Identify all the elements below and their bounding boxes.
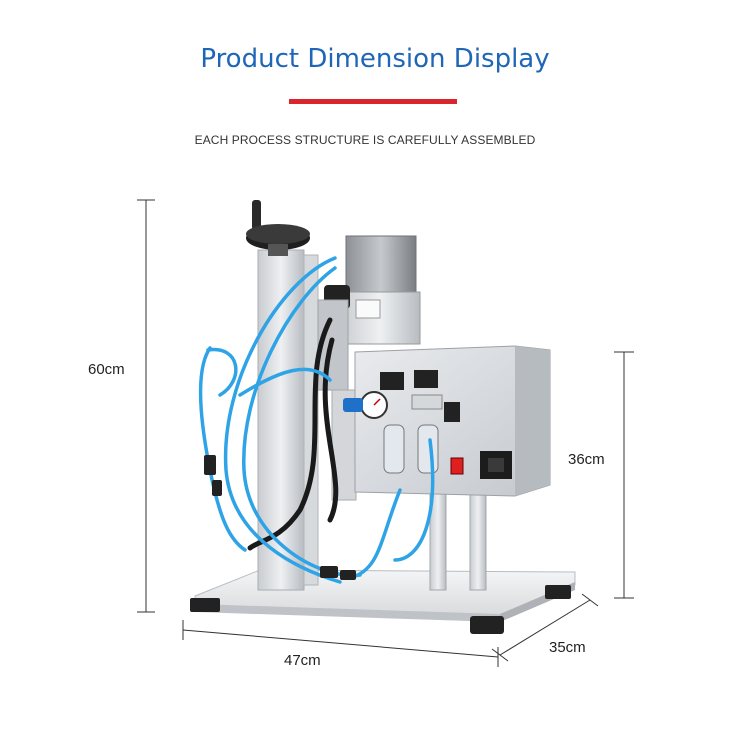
width-label: 47cm xyxy=(284,652,321,669)
page-subtitle: EACH PROCESS STRUCTURE IS CAREFULLY ASSE… xyxy=(194,133,536,147)
height-label: 60cm xyxy=(88,361,125,378)
width-dimension-line xyxy=(182,620,499,667)
blue-air-hoses xyxy=(198,256,435,584)
motor xyxy=(317,235,421,501)
control-box xyxy=(343,345,551,497)
depth-label: 35cm xyxy=(549,639,586,656)
base-plate xyxy=(190,569,576,634)
title-underline xyxy=(289,99,457,104)
black-cables xyxy=(247,317,339,551)
handwheel xyxy=(246,200,310,256)
box-height-dimension-line xyxy=(614,351,634,599)
red-switch-icon xyxy=(450,457,464,475)
box-height-label: 36cm xyxy=(568,451,605,468)
depth-dimension-line xyxy=(491,593,599,662)
page-title: Product Dimension Display xyxy=(200,44,550,74)
hose-fittings xyxy=(204,455,356,580)
height-dimension-line xyxy=(137,199,155,613)
